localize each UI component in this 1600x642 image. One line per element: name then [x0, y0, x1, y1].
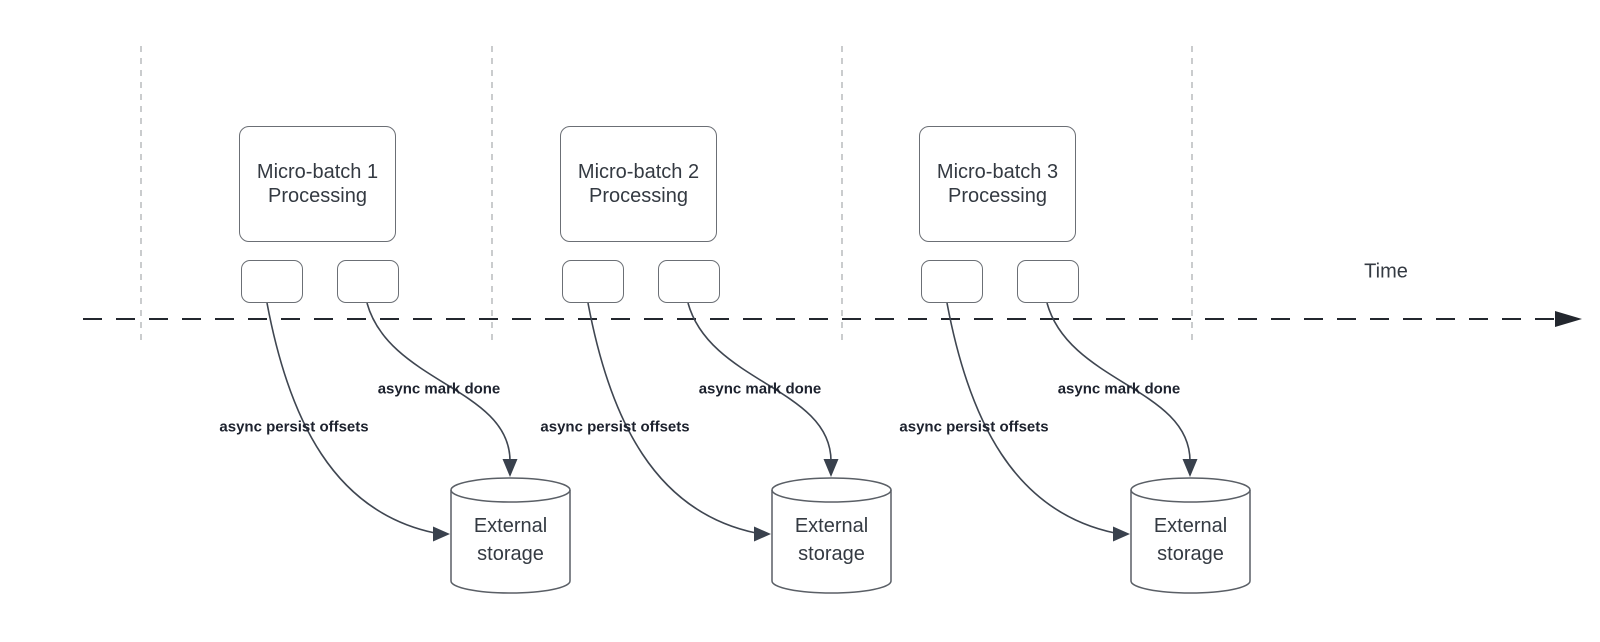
batch-3-connectors [946, 302, 1251, 594]
batch-2-connectors [587, 302, 892, 594]
batch-1-connectors [266, 302, 571, 594]
timeline-arrowhead-icon [1555, 311, 1582, 327]
time-label: Time [1364, 260, 1408, 283]
